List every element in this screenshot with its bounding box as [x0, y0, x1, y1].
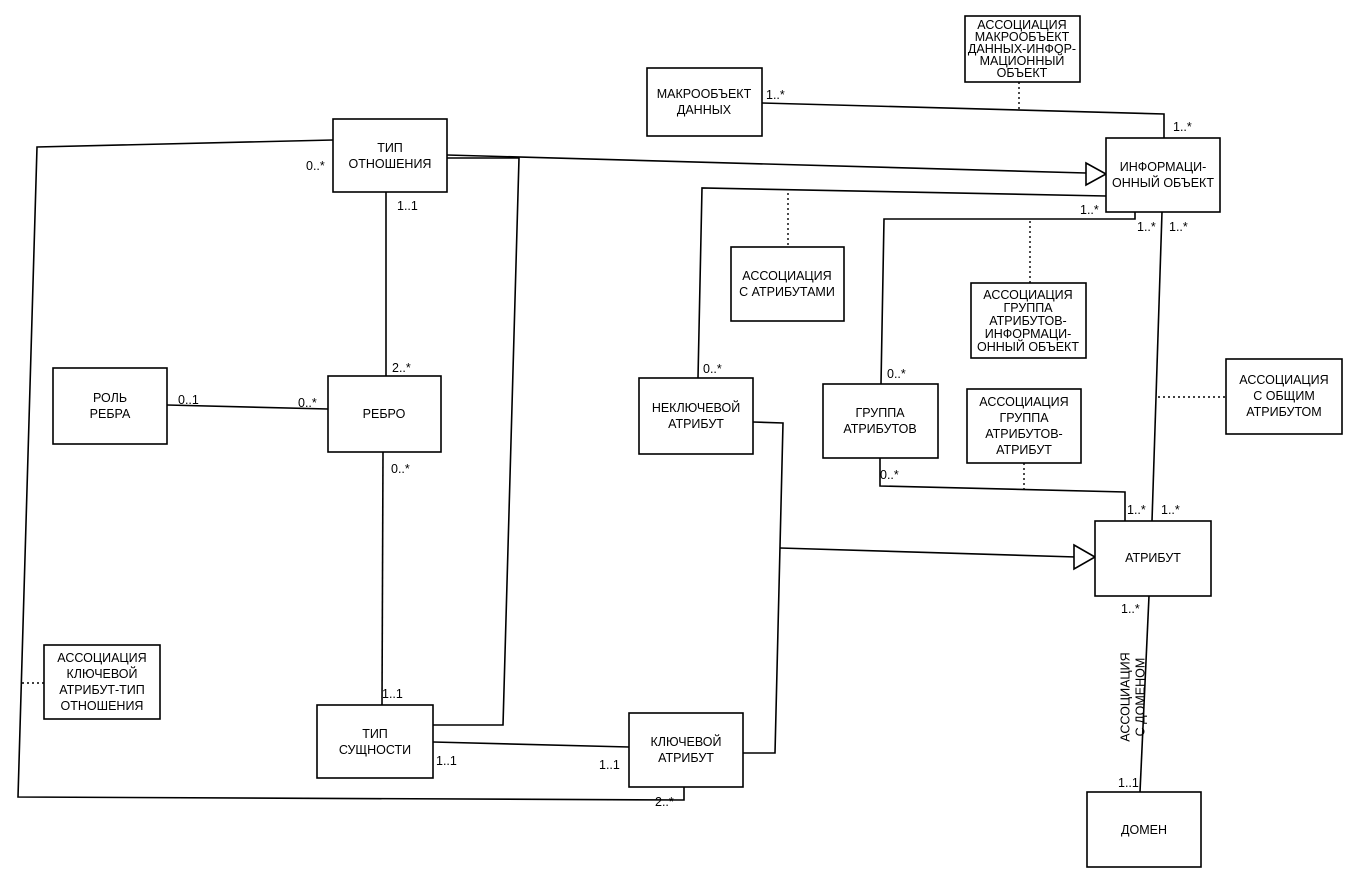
entity-label: АТРИБУТ: [1125, 551, 1181, 565]
line-edge-entity: [381, 451, 384, 706]
multiplicity-label: 1..*: [766, 88, 785, 102]
multiplicity-label: 1..1: [436, 754, 457, 768]
multiplicity-label: 1..1: [382, 687, 403, 701]
line-macro-info: [761, 102, 1165, 138]
multiplicity-label: 1..*: [1169, 220, 1188, 234]
entity-domain: ДОМЕН: [1086, 791, 1202, 868]
multiplicity-label: 0..1: [178, 393, 199, 407]
entity-label: РЕБРО: [363, 407, 406, 421]
multiplicities: 1..* 1..* 0..* 1..1 2..* 0..1 0..* 0..* …: [178, 88, 1192, 809]
multiplicity-label: 0..*: [880, 468, 899, 482]
multiplicity-label: 1..1: [599, 758, 620, 772]
line-role-edge: [166, 404, 329, 410]
line-group-attr: [879, 458, 1126, 521]
multiplicity-label: 1..1: [1118, 776, 1139, 790]
multiplicity-label: 1..*: [1121, 602, 1140, 616]
multiplicity-label: 0..*: [391, 462, 410, 476]
entity-label: ДОМЕН: [1121, 823, 1167, 837]
connectors: [17, 82, 1226, 801]
line-nonkey-info: [697, 187, 1107, 379]
entity-attribute: АТРИБУТ: [1094, 520, 1212, 597]
entity-info-object: ИНФОРМАЦИ-ОННЫЙ ОБЪЕКТ: [1105, 137, 1221, 213]
line-entity-key: [432, 741, 630, 748]
line-info-attr: [1151, 211, 1163, 522]
line-group-info: [880, 212, 1136, 385]
line-to-attribute: [779, 547, 1077, 558]
multiplicity-label: 2..*: [392, 361, 411, 375]
line-keyattr-rel: [17, 139, 685, 801]
line-attr-domain: [1139, 595, 1150, 793]
multiplicity-label: 0..*: [306, 159, 325, 173]
entity-label: ИНФОРМАЦИ-ОННЫЙ ОБЪЕКТ: [1112, 160, 1214, 190]
multiplicity-label: 1..*: [1080, 203, 1099, 217]
multiplicity-label: 1..1: [397, 199, 418, 213]
multiplicity-label: 0..*: [887, 367, 906, 381]
generalization-arrow-attribute: [1073, 543, 1097, 571]
note-domain-vertical: АССОЦИАЦИЯС ДОМЕНОМ: [1119, 652, 1148, 741]
entity-edge: РЕБРО: [327, 375, 442, 453]
line-rel-entity: [433, 157, 520, 726]
multiplicity-label: 1..*: [1161, 503, 1180, 517]
line-rel-info: [446, 154, 1087, 174]
multiplicity-label: 1..*: [1137, 220, 1156, 234]
multiplicity-label: 0..*: [703, 362, 722, 376]
multiplicity-label: 2..*: [655, 795, 674, 809]
multiplicity-label: 1..*: [1127, 503, 1146, 517]
multiplicity-label: 0..*: [298, 396, 317, 410]
generalization-arrow-info: [1085, 161, 1108, 187]
line-key-up: [743, 421, 784, 754]
multiplicity-label: 1..*: [1173, 120, 1192, 134]
